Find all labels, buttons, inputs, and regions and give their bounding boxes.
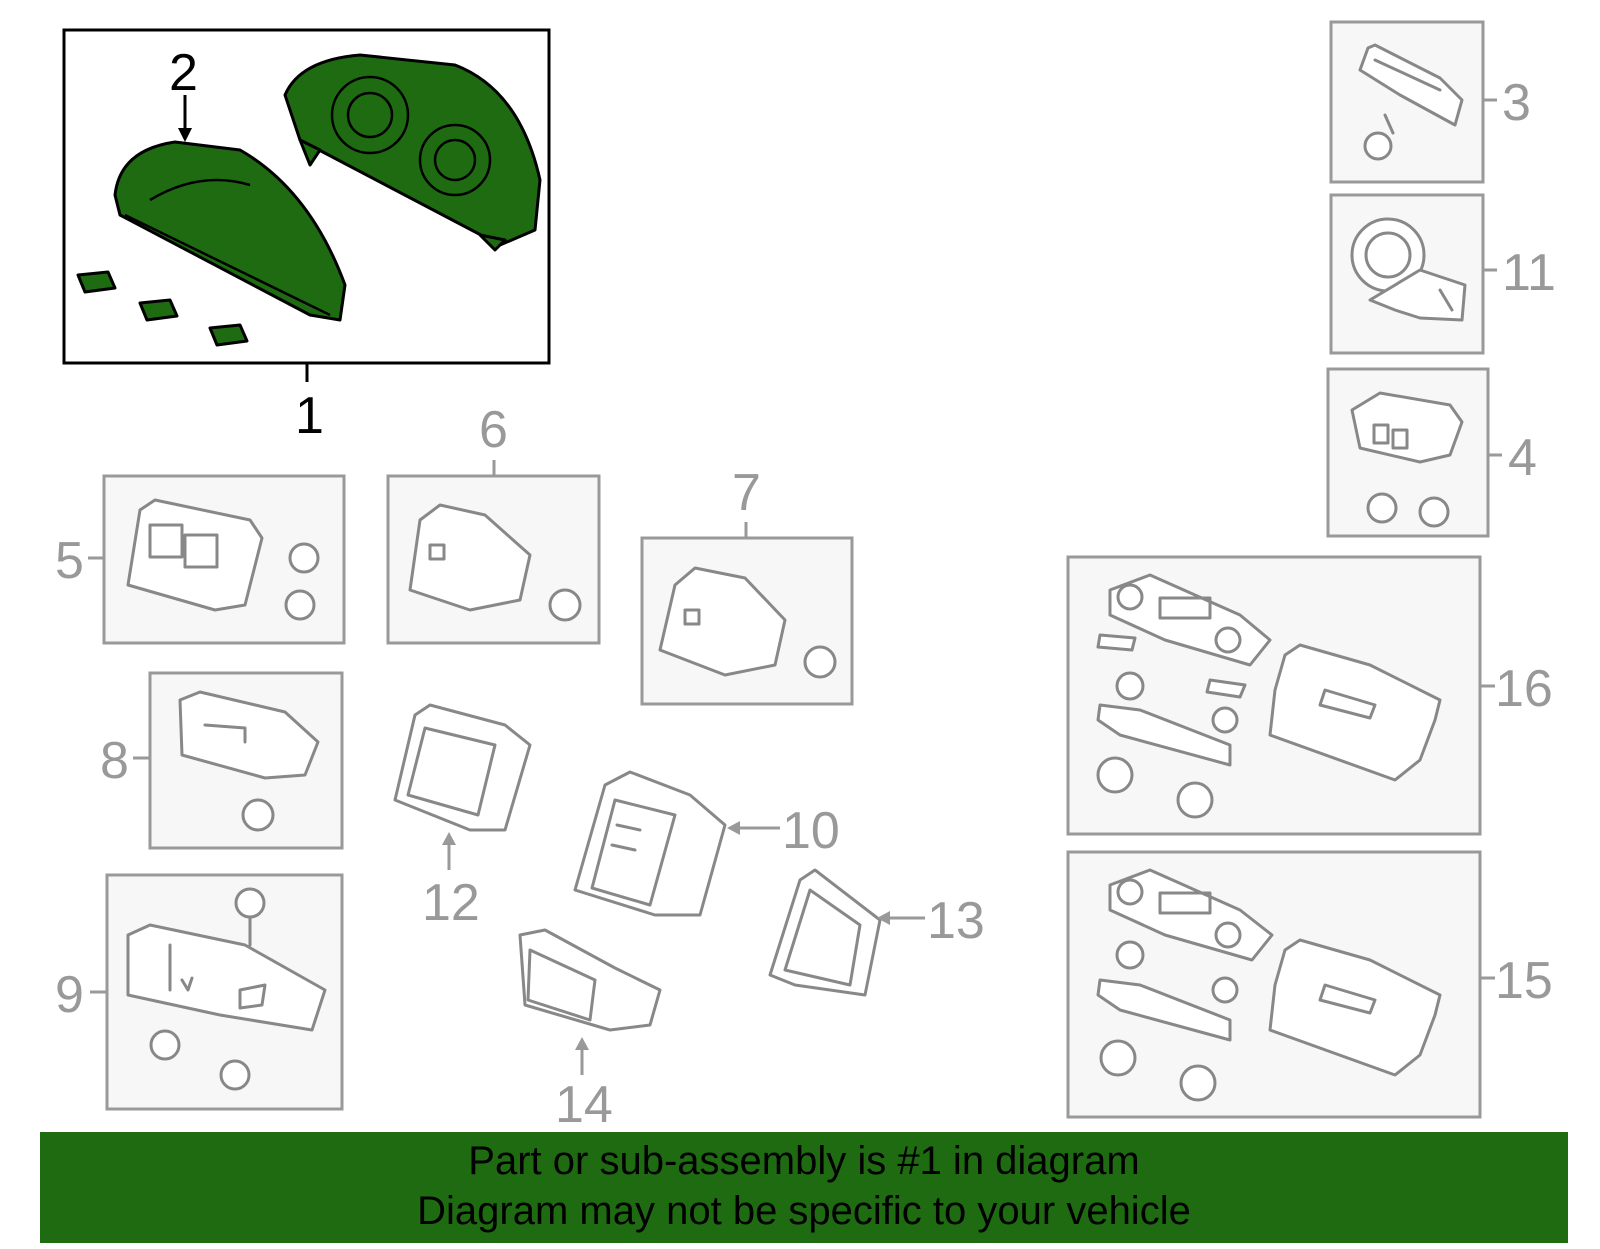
- part-7-switch: [658, 566, 837, 679]
- callout-14: 14: [555, 1076, 613, 1134]
- part-8-group[interactable]: 8: [100, 671, 344, 850]
- part-13-bezel: [768, 868, 882, 997]
- callout-11: 11: [1502, 244, 1556, 302]
- part-5-group[interactable]: 5: [55, 474, 346, 645]
- cluster-clips: [76, 270, 249, 347]
- part-10-group[interactable]: 10: [573, 770, 840, 917]
- callout-4: 4: [1508, 429, 1537, 487]
- part-9-group[interactable]: 9: [55, 873, 344, 1111]
- part-10-switch: [573, 770, 727, 917]
- cluster-lens: [113, 140, 347, 322]
- part-16-group[interactable]: 16: [1066, 555, 1553, 836]
- callout-8: 8: [100, 732, 129, 790]
- callout-5: 5: [55, 532, 84, 590]
- part-6-group[interactable]: 6: [386, 401, 601, 645]
- callout-13: 13: [927, 892, 985, 950]
- instrument-cluster-housing: [283, 53, 542, 252]
- part-9-switch: [126, 887, 327, 1091]
- part-3-bracket: [1358, 43, 1464, 161]
- part-12-group[interactable]: 12: [393, 703, 532, 932]
- part-15-climate-control: [1096, 868, 1442, 1102]
- part-7-group[interactable]: 7: [640, 464, 854, 706]
- callout-6: 6: [479, 401, 508, 459]
- part-1-group[interactable]: 2 1: [62, 28, 551, 445]
- part-3-group[interactable]: 3: [1329, 20, 1531, 184]
- callout-1: 1: [295, 387, 324, 445]
- callout-15: 15: [1495, 952, 1553, 1010]
- part-11-switch: [1350, 217, 1467, 322]
- callout-7: 7: [732, 464, 761, 522]
- part-14-group[interactable]: 14: [518, 928, 662, 1134]
- part-4-group[interactable]: 4: [1326, 367, 1537, 538]
- part-4-switch: [1350, 391, 1464, 528]
- part-15-group[interactable]: 15: [1066, 850, 1553, 1119]
- callout-9: 9: [55, 966, 84, 1024]
- part-6-switch: [408, 503, 582, 622]
- disclaimer-line-2: Diagram may not be specific to your vehi…: [417, 1189, 1191, 1233]
- part-12-switch: [393, 703, 532, 832]
- part-8-switch: [178, 690, 320, 832]
- callout-3: 3: [1502, 74, 1531, 132]
- part-14-switch: [518, 928, 662, 1032]
- callout-16: 16: [1495, 660, 1553, 718]
- disclaimer-banner: Part or sub-assembly is #1 in diagram Di…: [40, 1132, 1568, 1243]
- part-16-climate-control: [1096, 573, 1442, 819]
- part-11-group[interactable]: 11: [1329, 193, 1556, 355]
- callout-10: 10: [782, 802, 840, 860]
- callout-12: 12: [422, 874, 480, 932]
- part-13-group[interactable]: 13: [768, 868, 985, 997]
- part-5-switch: [126, 498, 320, 621]
- disclaimer-line-1: Part or sub-assembly is #1 in diagram: [468, 1139, 1140, 1183]
- callout-2: 2: [169, 44, 198, 102]
